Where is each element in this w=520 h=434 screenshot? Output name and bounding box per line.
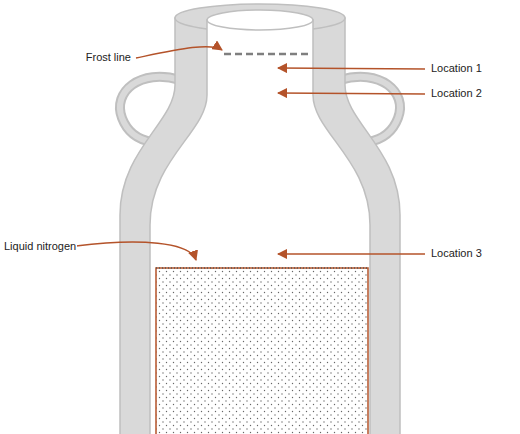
leader-arrow — [278, 68, 425, 69]
leader-arrow — [76, 242, 196, 260]
leader-arrow — [278, 253, 425, 255]
callout-label: Location 3 — [430, 247, 483, 260]
leader-arrows — [76, 47, 425, 260]
leader-arrow — [278, 93, 425, 94]
callout-label: Frost line — [85, 51, 132, 64]
callout-label: Location 2 — [430, 87, 483, 100]
flask-outer-wall — [120, 18, 400, 434]
leader-arrow — [136, 47, 222, 58]
frost-line — [224, 53, 312, 56]
flask-mouth — [207, 10, 313, 30]
flask-rim — [175, 4, 345, 32]
liquid-surface — [156, 267, 368, 269]
flask-inner-cavity — [150, 20, 370, 434]
callout-label: Liquid nitrogen — [3, 240, 77, 253]
callout-label: Location 1 — [430, 62, 483, 75]
liquid-nitrogen — [156, 268, 368, 434]
